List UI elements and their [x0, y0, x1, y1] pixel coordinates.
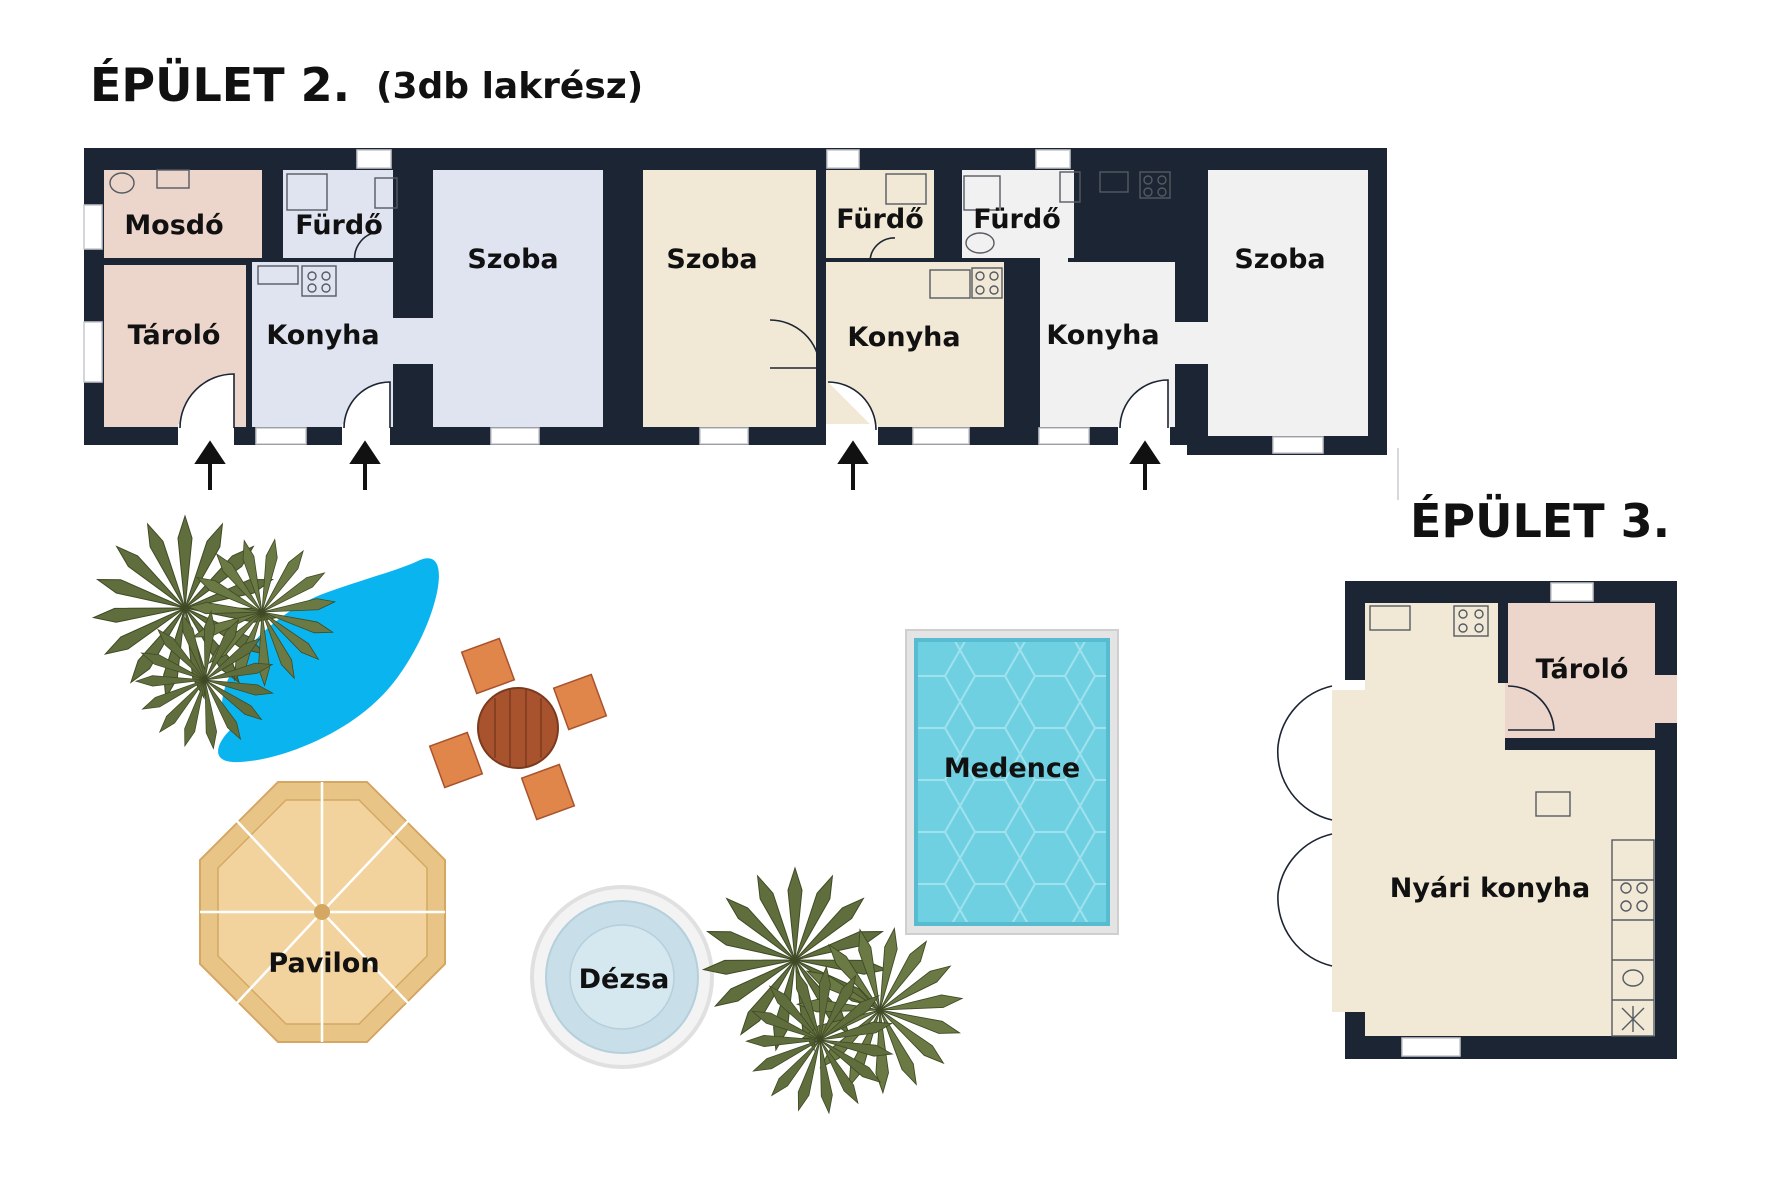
passage-konyha-3 — [1170, 322, 1210, 364]
building-3: Tároló Nyári konyha — [1276, 581, 1677, 1059]
passage-konyha-1 — [393, 318, 433, 364]
building2-room-labels: Mosdó Fürdő Tároló Konyha Szoba Szoba Fü… — [124, 204, 1325, 353]
label-mosdo: Mosdó — [124, 210, 223, 241]
building-2: Mosdó Fürdő Tároló Konyha Szoba Szoba Fü… — [83, 148, 1399, 500]
palm-tree-d — [702, 867, 888, 1052]
entrance-arrows — [194, 440, 1161, 490]
building2-windows — [83, 149, 1324, 454]
label-tarolo-b3: Tároló — [1536, 654, 1629, 685]
pavilion: Pavilon — [199, 781, 446, 1043]
tarolo-b3-wall — [1505, 738, 1660, 750]
entrance-arrow-1 — [194, 440, 226, 490]
chair-2 — [552, 673, 608, 731]
entrance-arrow-3 — [837, 440, 869, 490]
hot-tub: Dézsa — [530, 885, 714, 1069]
room-szoba-3 — [1208, 170, 1368, 436]
label-furdo-3: Fürdő — [973, 204, 1061, 235]
label-szoba-3: Szoba — [1234, 244, 1325, 275]
entrance-arrow-4 — [1129, 440, 1161, 490]
room-furdo-3-corner — [1040, 170, 1068, 262]
building3-fixtures — [1369, 605, 1655, 1037]
pond — [218, 558, 439, 763]
label-konyha-1: Konyha — [266, 320, 379, 351]
label-pavilon: Pavilon — [268, 948, 379, 979]
label-konyha-2: Konyha — [847, 322, 960, 353]
entrance-arrow-2 — [349, 440, 381, 490]
building3-room-labels: Tároló Nyári konyha — [1390, 654, 1629, 904]
building3-doors — [1276, 685, 1555, 967]
building3-title: ÉPÜLET 3. — [1410, 494, 1671, 548]
tarolo-b3-wall-left — [1498, 603, 1508, 683]
label-szoba-1: Szoba — [467, 244, 558, 275]
pool: Medence — [905, 629, 1119, 935]
room-tarolo-b3 — [1505, 603, 1655, 747]
building2-title: ÉPÜLET 2. — [90, 58, 351, 112]
label-nyari-konyha: Nyári konyha — [1390, 873, 1590, 904]
round-table — [477, 687, 559, 769]
room-szoba-2 — [643, 170, 816, 427]
chair-4 — [520, 763, 576, 821]
label-dezsa: Dézsa — [579, 964, 670, 995]
label-konyha-3: Konyha — [1046, 320, 1159, 351]
label-furdo-1: Fürdő — [295, 210, 383, 241]
room-mosdo — [104, 170, 262, 258]
room-nyari-konyha-entry — [1332, 690, 1372, 1012]
patio-table-set — [428, 637, 608, 821]
building2-doors — [178, 231, 1170, 446]
label-tarolo: Tároló — [128, 320, 221, 351]
building2-subtitle: (3db lakrész) — [376, 66, 644, 107]
label-furdo-2: Fürdő — [836, 204, 924, 235]
label-medence: Medence — [944, 753, 1080, 784]
room-szoba-1 — [433, 170, 603, 427]
chair-3 — [428, 731, 484, 789]
building2-fixtures — [109, 169, 1171, 299]
building3-windows — [1401, 582, 1594, 1057]
chair-1 — [460, 637, 516, 695]
room-tarolo-b3-ext — [1655, 675, 1677, 723]
garden: Pavilon Dézsa — [92, 515, 1119, 1115]
label-szoba-2: Szoba — [666, 244, 757, 275]
